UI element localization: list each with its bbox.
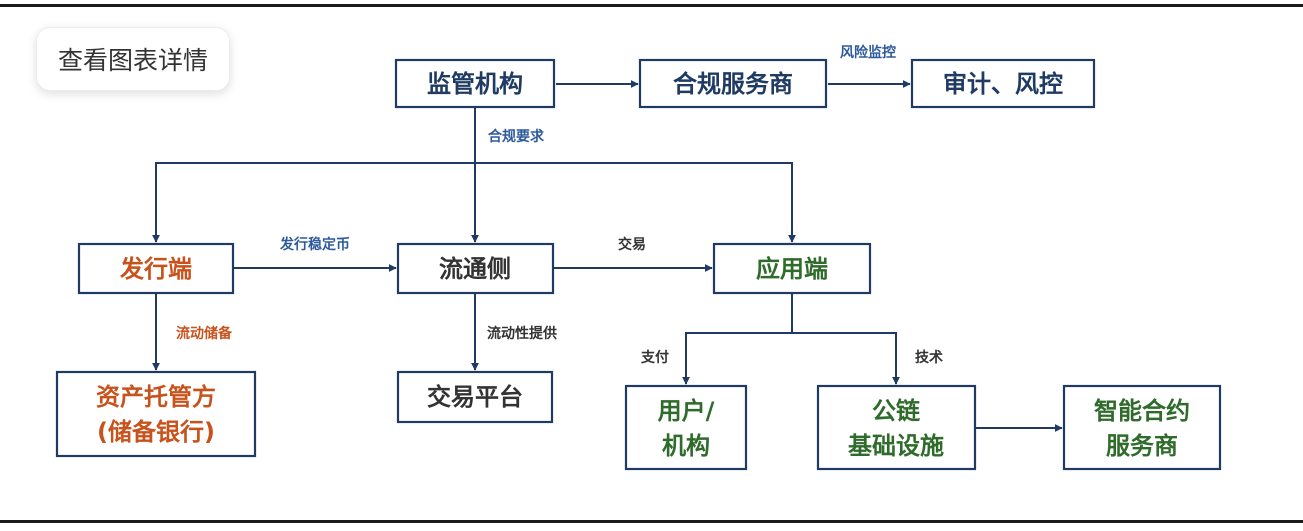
- edge-regulator-to-application: [475, 162, 796, 243]
- view-chart-details-button[interactable]: 查看图表详情: [36, 27, 230, 91]
- node-compliance-provider: 合规服务商: [638, 58, 828, 109]
- node-smart-contract: 智能合约 服务商: [1062, 384, 1222, 471]
- edge-label-trade: 交易: [618, 236, 646, 253]
- node-audit-label: 审计、风控: [943, 70, 1063, 98]
- edge-label-payment: 支付: [640, 349, 669, 366]
- node-custodian: 资产托管方 (储备银行): [55, 370, 257, 458]
- edge-application-to-public-chain: [792, 332, 900, 385]
- node-public-chain-line2: 基础设施: [848, 432, 944, 460]
- edge-label-issue-stablecoin: 发行稳定币: [279, 236, 350, 253]
- node-public-chain: 公链 基础设施: [816, 384, 977, 471]
- top-rule: [0, 4, 1303, 7]
- node-users: 用户/ 机构: [624, 384, 748, 471]
- node-compliance-provider-label: 合规服务商: [673, 70, 793, 98]
- node-issuer-label: 发行端: [119, 255, 192, 283]
- edge-label-risk-monitoring: 风险监控: [840, 44, 896, 61]
- node-custodian-line1: 资产托管方: [96, 383, 216, 411]
- node-regulator: 监管机构: [394, 58, 556, 109]
- bottom-rule: [0, 520, 1303, 523]
- node-public-chain-line1: 公链: [872, 397, 921, 425]
- edge-label-liquidity-reserve: 流动储备: [176, 325, 233, 342]
- node-issuer: 发行端: [77, 242, 235, 295]
- node-custodian-line2: (储备银行): [97, 418, 215, 446]
- edge-label-compliance-requirements: 合规要求: [488, 128, 545, 145]
- edge-labels: 风险监控 合规要求 发行稳定币 交易 流动储备 流动性提供 支付 技术: [176, 44, 943, 366]
- edge-label-technology: 技术: [915, 349, 943, 366]
- node-application: 应用端: [712, 242, 872, 295]
- node-smart-contract-line1: 智能合约: [1094, 397, 1190, 425]
- edge-label-liquidity-provision: 流动性提供: [487, 325, 557, 342]
- node-audit: 审计、风控: [910, 58, 1096, 109]
- edges: [152, 80, 1063, 432]
- node-exchange: 交易平台: [396, 370, 554, 424]
- node-exchange-label: 交易平台: [427, 383, 523, 411]
- node-smart-contract-line2: 服务商: [1106, 432, 1178, 460]
- node-circulation: 流通侧: [396, 242, 555, 295]
- edge-application-to-users: [682, 332, 792, 385]
- node-circulation-label: 流通侧: [439, 255, 511, 283]
- node-users-line1: 用户/: [658, 397, 715, 425]
- node-application-label: 应用端: [756, 255, 828, 283]
- node-regulator-label: 监管机构: [427, 70, 523, 98]
- edge-regulator-to-issuer: [152, 162, 475, 243]
- node-users-line2: 机构: [662, 432, 710, 460]
